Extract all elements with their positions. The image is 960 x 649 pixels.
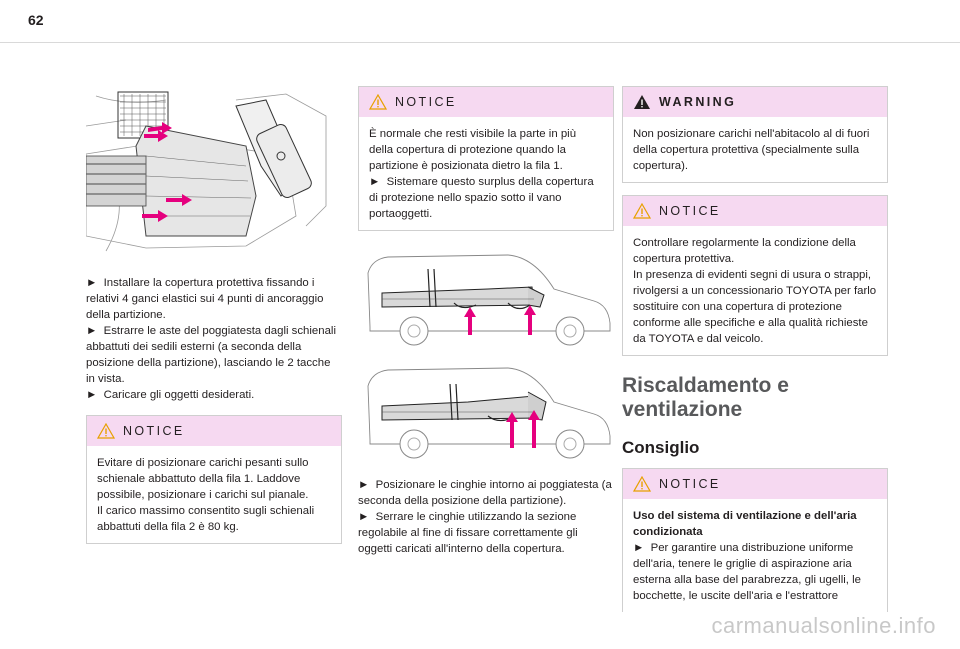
cargo-cover-hooks-illustration [85,86,342,256]
notice-title: NOTICE [395,95,457,109]
column-2: NOTICE È normale che resti visibile la p… [358,86,614,557]
notice-bullet: Per garantire una distribuzione uniforme… [633,540,877,604]
page-number: 62 [28,12,44,28]
notice-title: NOTICE [659,477,721,491]
instructions-block: Posizionare le cinghie intorno ai poggia… [358,477,614,557]
notice-heading: Uso del sistema di ventilazione e dell'a… [633,510,857,538]
notice-body: Controllare regolarmente la condizione d… [623,226,887,355]
instruction-3: Caricare gli oggetti desiderati. [86,387,342,403]
instruction-2: Estrarre le aste del poggiatesta dagli s… [86,323,342,387]
warning-triangle-outline-icon [369,94,387,110]
notice-box: NOTICE Evitare di posizionare carichi pe… [86,415,342,544]
notice-box: NOTICE Uso del sistema di ventilazione e… [622,468,888,612]
warning-triangle-outline-icon [633,203,651,219]
warning-line: Non posizionare carichi nell'abitacolo a… [633,128,870,172]
notice-title: NOTICE [659,204,721,218]
section-title: Riscaldamento e ventilazione [622,374,789,421]
warning-title: WARNING [659,95,737,109]
notice-header: NOTICE [87,416,341,446]
notice-line-1: Evitare di posizionare carichi pesanti s… [97,457,309,501]
notice-line: È normale che resti visibile la parte in… [369,128,577,172]
warning-header: WARNING [623,87,887,117]
van-side-view-partition-row1-illustration [358,243,614,347]
notice-bullet: Sistemare questo surplus della copertura… [369,174,603,222]
column-3: WARNING Non posizionare carichi nell'abi… [622,86,888,612]
warning-box: WARNING Non posizionare carichi nell'abi… [622,86,888,183]
notice-line-2: In presenza di evidenti segni di usura o… [633,269,877,345]
warning-triangle-filled-icon [634,95,650,109]
column-1: Installare la copertura protettiva fissa… [85,86,342,544]
warning-triangle-outline-icon [633,476,651,492]
notice-box: NOTICE È normale che resti visibile la p… [358,86,614,231]
notice-body: Evitare di posizionare carichi pesanti s… [87,446,341,543]
notice-line-1: Controllare regolarmente la condizione d… [633,237,856,265]
notice-title: NOTICE [123,424,185,438]
van-side-view-partition-row2-illustration [358,356,614,460]
notice-body: È normale che resti visibile la parte in… [359,117,613,230]
subsection-title: Consiglio [622,438,700,457]
warning-body: Non posizionare carichi nell'abitacolo a… [623,117,887,182]
instructions-block: Installare la copertura protettiva fissa… [86,275,342,403]
notice-line-2: Il carico massimo consentito sugli schie… [97,505,315,533]
notice-header: NOTICE [623,196,887,226]
notice-header: NOTICE [359,87,613,117]
notice-body: Uso del sistema di ventilazione e dell'a… [623,499,887,612]
instruction-2: Serrare le cinghie utilizzando la sezion… [358,509,614,557]
notice-header: NOTICE [623,469,887,499]
instruction-1: Installare la copertura protettiva fissa… [86,275,342,323]
top-divider [0,42,960,43]
instruction-1: Posizionare le cinghie intorno ai poggia… [358,477,614,509]
warning-triangle-outline-icon [97,423,115,439]
notice-box: NOTICE Controllare regolarmente la condi… [622,195,888,356]
watermark-logo: carmanualsonline.info [711,613,936,638]
